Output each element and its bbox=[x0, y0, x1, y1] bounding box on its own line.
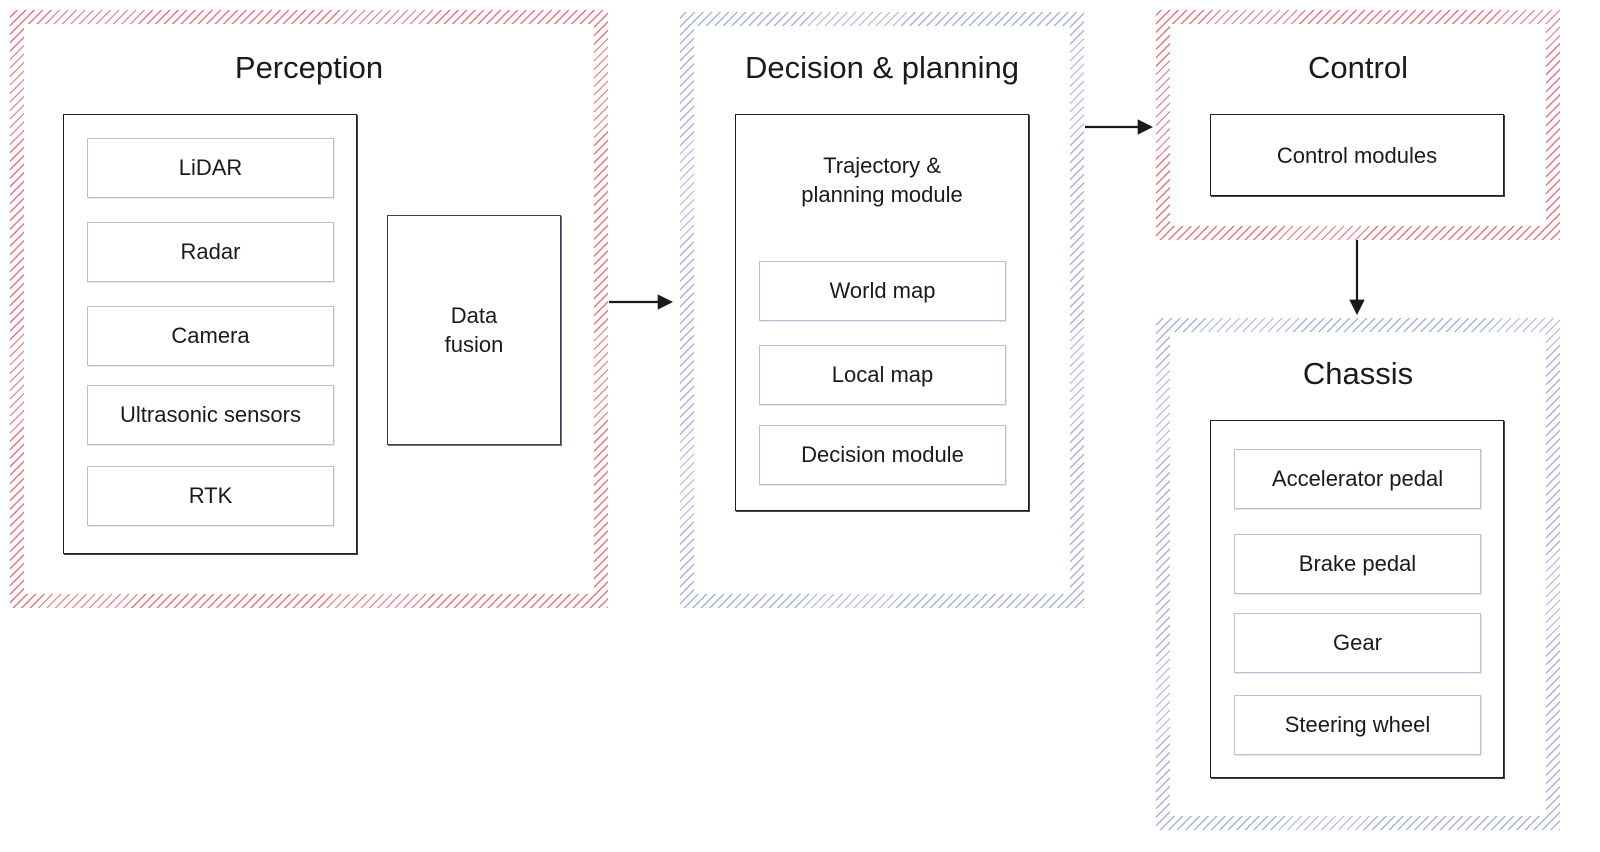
steering-wheel-item: Steering wheel bbox=[1234, 695, 1481, 755]
data-fusion-label: Data fusion bbox=[444, 303, 504, 357]
chassis-components-container: Accelerator pedal Brake pedal Gear Steer… bbox=[1210, 420, 1504, 778]
chassis-group: Chassis Accelerator pedal Brake pedal Ge… bbox=[1156, 318, 1560, 830]
trajectory-planning-label: Trajectory & planning module bbox=[801, 153, 963, 207]
local-map-item: Local map bbox=[759, 345, 1006, 405]
sensor-camera: Camera bbox=[87, 306, 334, 366]
gear-item: Gear bbox=[1234, 613, 1481, 673]
decision-module-item: Decision module bbox=[759, 425, 1006, 485]
sensors-container: LiDAR Radar Camera Ultrasonic sensors RT… bbox=[63, 114, 357, 554]
sensor-ultrasonic: Ultrasonic sensors bbox=[87, 385, 334, 445]
sensor-lidar: LiDAR bbox=[87, 138, 334, 198]
accelerator-pedal-item: Accelerator pedal bbox=[1234, 449, 1481, 509]
decision-group: Decision & planning Trajectory & plannin… bbox=[680, 12, 1084, 608]
control-title: Control bbox=[1308, 50, 1408, 85]
sensor-rtk: RTK bbox=[87, 466, 334, 526]
trajectory-planning-module: Trajectory & planning module World map L… bbox=[735, 114, 1029, 511]
perception-title: Perception bbox=[234, 50, 384, 85]
brake-pedal-item: Brake pedal bbox=[1234, 534, 1481, 594]
decision-title: Decision & planning bbox=[744, 50, 1019, 85]
control-group: Control Control modules bbox=[1156, 10, 1560, 240]
control-modules-box: Control modules bbox=[1210, 114, 1504, 196]
control-modules-label: Control modules bbox=[1276, 142, 1438, 168]
world-map-item: World map bbox=[759, 261, 1006, 321]
perception-group: Perception LiDAR Radar Camera Ultrasonic… bbox=[10, 10, 608, 608]
chassis-title: Chassis bbox=[1302, 356, 1414, 391]
sensor-radar: Radar bbox=[87, 222, 334, 282]
data-fusion-box: Data fusion bbox=[387, 215, 561, 445]
